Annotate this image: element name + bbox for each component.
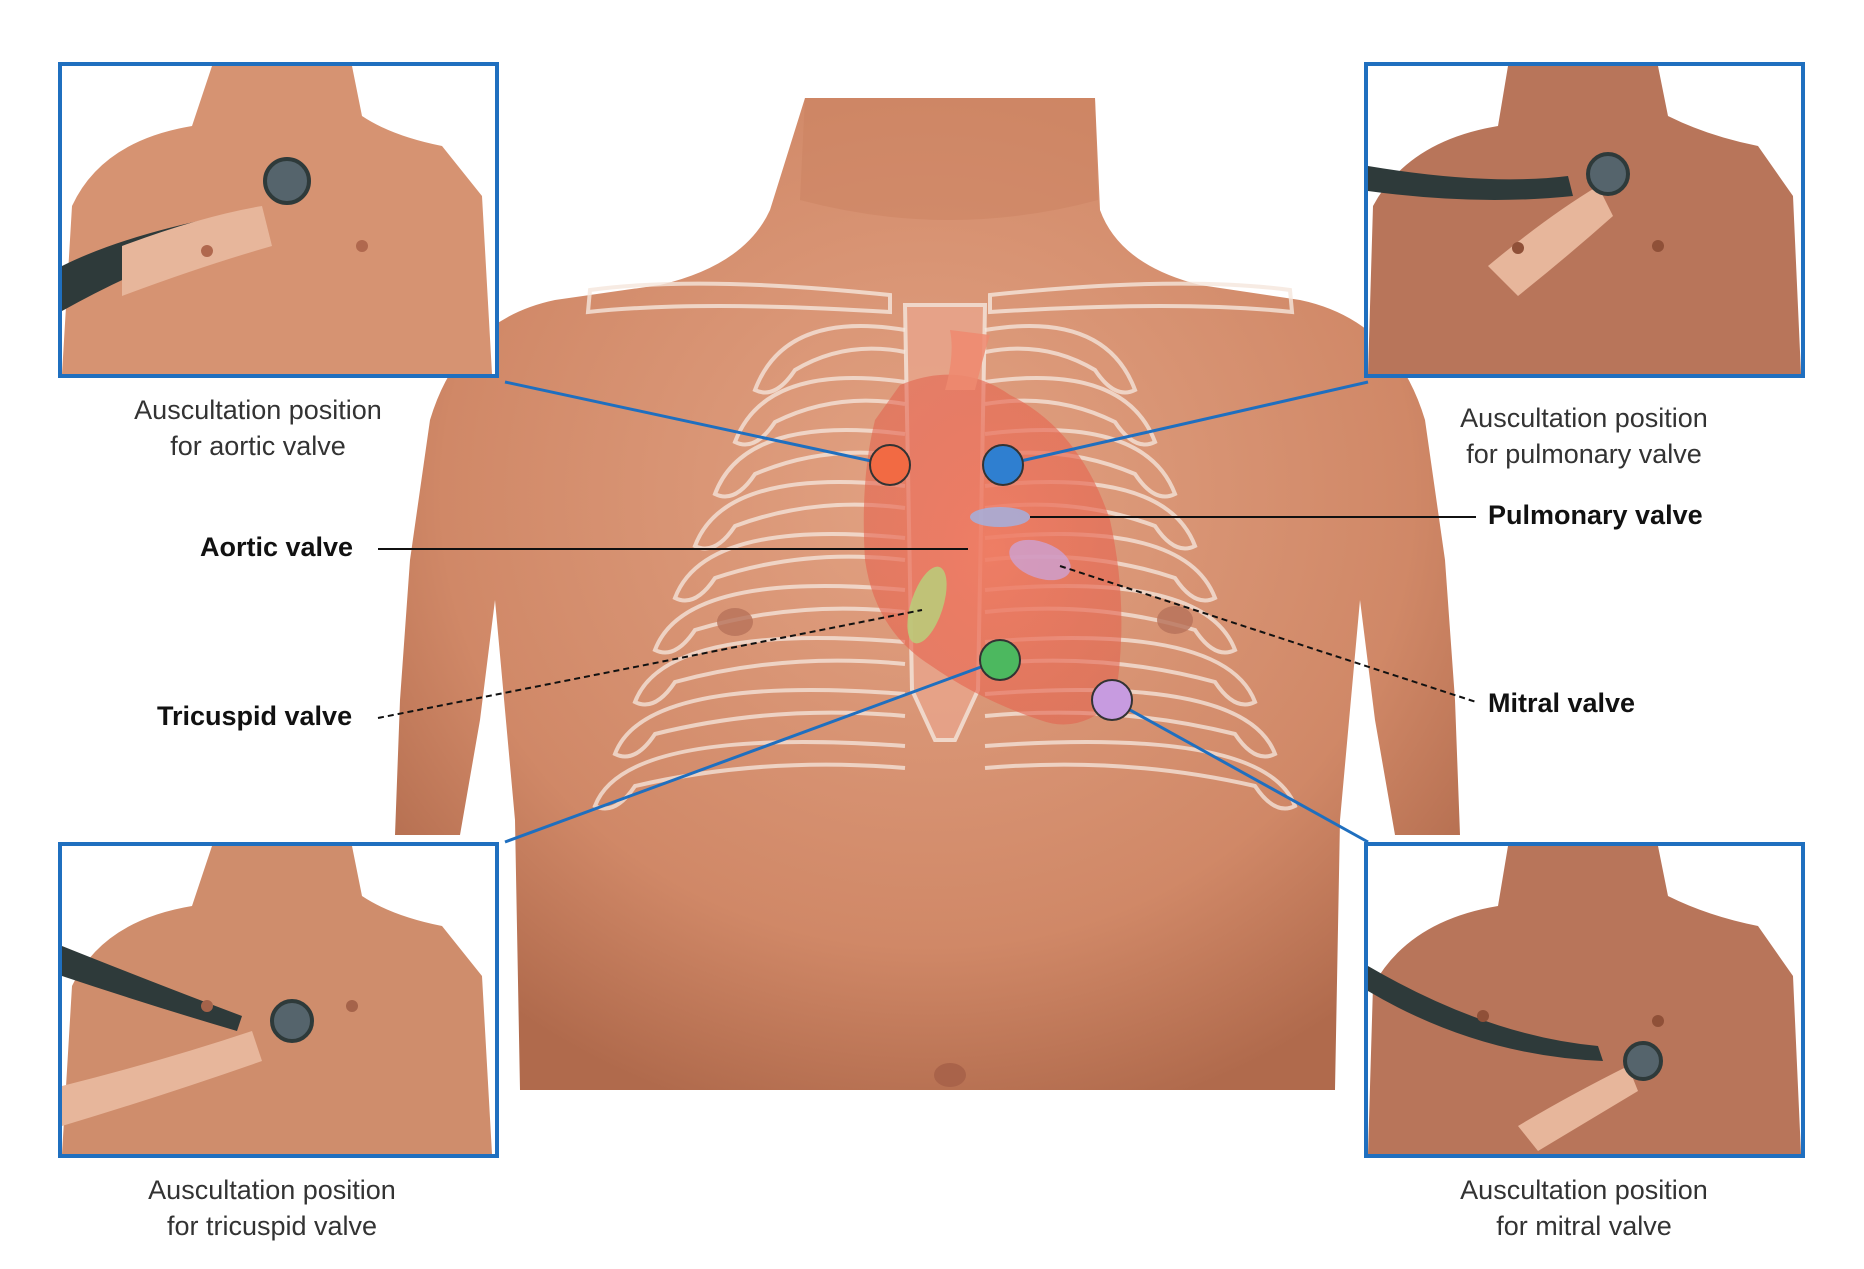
clavicle-left (585, 281, 892, 315)
rib (692, 480, 906, 551)
mitral-valve-shape (1009, 539, 1071, 581)
torso-photo (1368, 66, 1801, 374)
rib (592, 740, 906, 811)
caption-line1: Auscultation position (148, 1175, 396, 1205)
inset-mitral (1364, 842, 1805, 1158)
label-mitral-valve: Mitral valve (1488, 688, 1636, 718)
pulmonary-valve-shape (970, 507, 1030, 527)
rib (984, 324, 1138, 395)
caption-line2: for tricuspid valve (166, 1211, 378, 1241)
rib (612, 688, 906, 759)
clavicle-right (988, 281, 1295, 315)
tricuspid-dot (979, 639, 1021, 681)
caption-line1: Auscultation position (1460, 1175, 1708, 1205)
rib (672, 532, 906, 603)
inset-tricuspid (58, 842, 499, 1158)
pulmonary-dot (982, 444, 1024, 486)
caption-line1: Auscultation position (134, 395, 382, 425)
pulmonary-connector (1002, 380, 1369, 467)
aortic-connector (504, 380, 891, 467)
inset-aortic (58, 62, 499, 378)
caption-mitral: Auscultation position for mitral valve (1404, 1172, 1764, 1244)
torso-photo (62, 66, 495, 374)
nipple-left (717, 608, 753, 636)
mitral-connector (1111, 698, 1369, 844)
caption-line2: for mitral valve (1496, 1211, 1672, 1241)
mitral-label-line (1059, 565, 1477, 703)
rib (752, 324, 906, 395)
caption-line1: Auscultation position (1460, 403, 1708, 433)
tricuspid-valve-shape (907, 566, 947, 644)
rib (984, 376, 1158, 447)
tricuspid-label-line (377, 609, 923, 719)
caption-line2: for aortic valve (170, 431, 346, 461)
tricuspid-connector (504, 658, 1001, 844)
label-aortic-valve: Aortic valve (200, 532, 354, 562)
rib (652, 584, 906, 655)
navel (934, 1063, 966, 1087)
rib (984, 740, 1298, 811)
nipple-right (1157, 606, 1193, 634)
caption-line2: for pulmonary valve (1466, 439, 1702, 469)
torso-photo (62, 846, 495, 1154)
caption-pulmonary: Auscultation position for pulmonary valv… (1404, 400, 1764, 472)
mitral-dot (1091, 679, 1133, 721)
inset-pulmonary (1364, 62, 1805, 378)
rib (712, 428, 906, 499)
caption-aortic: Auscultation position for aortic valve (78, 392, 438, 464)
aortic-dot (869, 444, 911, 486)
label-pulmonary-valve: Pulmonary valve (1488, 500, 1703, 530)
torso-photo (1368, 846, 1801, 1154)
label-tricuspid-valve: Tricuspid valve (157, 701, 353, 731)
caption-tricuspid: Auscultation position for tricuspid valv… (92, 1172, 452, 1244)
rib (732, 376, 906, 447)
heart (863, 374, 1122, 725)
rib (632, 636, 906, 707)
